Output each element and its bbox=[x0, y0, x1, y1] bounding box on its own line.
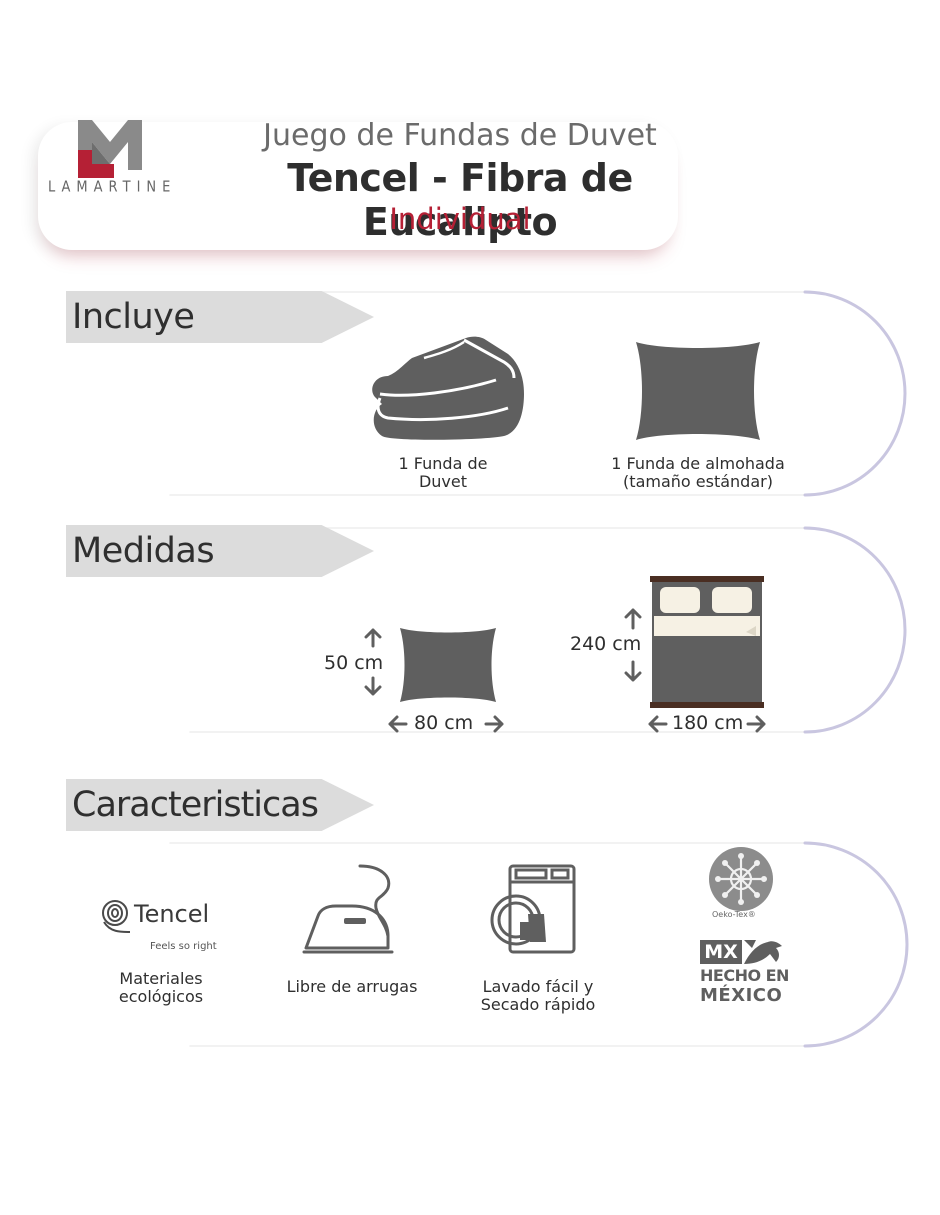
oeko-tex-label: Oeko-Tex® bbox=[712, 910, 756, 919]
section-tag-medidas: Medidas bbox=[66, 525, 374, 577]
bed-width-label: 180 cm bbox=[672, 712, 744, 734]
include-item-label: 1 Funda de almohada (tamaño estándar) bbox=[611, 454, 785, 491]
section-tag-caracteristicas: Caracteristicas bbox=[66, 779, 374, 831]
tencel-brand: Tencel bbox=[134, 900, 210, 928]
hecho-en-label: HECHO EN bbox=[700, 966, 789, 985]
tencel-tagline: Feels so right bbox=[150, 941, 217, 952]
eagle-icon bbox=[744, 940, 782, 964]
header-card bbox=[38, 122, 678, 250]
feature-label: Lavado fácil y Secado rápido bbox=[480, 977, 596, 1014]
section-title: Medidas bbox=[72, 531, 215, 571]
bed-dimension-icon bbox=[650, 576, 764, 708]
brand-wordmark: LAMARTINE bbox=[48, 178, 177, 197]
feature-label: Libre de arrugas bbox=[286, 977, 418, 996]
section-tag-incluye: Incluye bbox=[66, 291, 374, 343]
pillow-height-label: 50 cm bbox=[324, 652, 384, 674]
height-arrow-icon bbox=[624, 608, 642, 682]
lamartine-logo-icon bbox=[78, 120, 142, 178]
mexico-label: MÉXICO bbox=[700, 985, 783, 1006]
section-title: Incluye bbox=[72, 297, 195, 337]
pillow-icon bbox=[636, 342, 760, 440]
width-arrow-icon bbox=[648, 715, 766, 733]
pillow-width-label: 80 cm bbox=[414, 712, 474, 734]
oeko-tex-icon bbox=[709, 847, 773, 911]
height-arrow-icon bbox=[364, 628, 382, 696]
mx-badge: MX bbox=[700, 940, 742, 964]
width-arrow-icon bbox=[388, 715, 504, 733]
title-material: Tencel - Fibra de Eucalipto bbox=[287, 156, 633, 244]
washing-machine-icon bbox=[490, 864, 576, 954]
iron-icon bbox=[302, 864, 394, 954]
title-size: Individual bbox=[389, 202, 531, 236]
title-product-type: Juego de Fundas de Duvet bbox=[263, 118, 657, 153]
section-title: Caracteristicas bbox=[72, 785, 319, 825]
feature-label: Materiales ecológicos bbox=[118, 969, 204, 1006]
folded-duvet-icon bbox=[372, 336, 524, 440]
pillow-dimension-icon bbox=[400, 628, 496, 702]
bed-height-label: 240 cm bbox=[570, 633, 642, 655]
tencel-logo-icon bbox=[102, 900, 131, 933]
include-item-label: 1 Funda de Duvet bbox=[398, 454, 488, 491]
